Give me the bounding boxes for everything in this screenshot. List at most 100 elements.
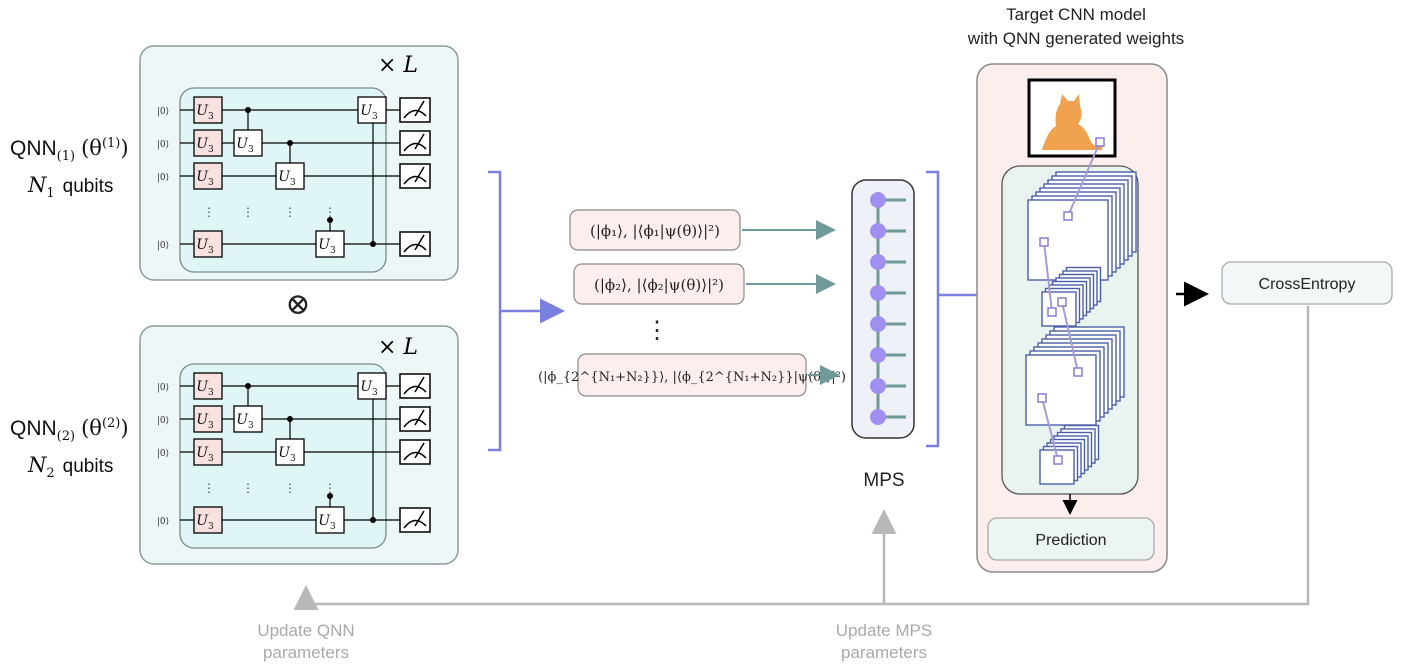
- u3-gate: U3: [233, 405, 263, 433]
- qnn2-theta-close: ): [120, 416, 128, 440]
- u3-gate: U3: [193, 129, 223, 157]
- cnn-title-line1: Target CNN model: [1006, 5, 1146, 24]
- u3-gate-label: U3: [196, 169, 214, 188]
- receptive-field-line: [1061, 301, 1079, 373]
- receptive-field-line: [1041, 397, 1059, 461]
- receptive-field-square: [1037, 393, 1047, 403]
- control-dot: [245, 107, 251, 113]
- u3-gate-label: U3: [318, 237, 336, 256]
- receptive-field-square: [1053, 455, 1063, 465]
- receptive-field-line: [1067, 141, 1101, 217]
- qnn-output-bracket: [488, 170, 502, 452]
- receptive-field-line: [1043, 241, 1053, 313]
- u3-gate: U3: [275, 438, 305, 466]
- control-dot: [287, 416, 293, 422]
- u3-gate-label: U3: [196, 379, 214, 398]
- u3-gate: U3: [193, 438, 223, 466]
- feature-map: [1025, 354, 1097, 426]
- measure-icon: [399, 507, 431, 533]
- update-qnn-line1: Update QNN: [257, 621, 354, 640]
- qnn2-n-sub: 2: [46, 466, 54, 481]
- qnn1-theta-close: ): [120, 136, 128, 160]
- qnn1-n-symbol: N: [27, 173, 47, 197]
- control-dot: [287, 140, 293, 146]
- u3-gate: U3: [357, 372, 387, 400]
- mps-node: [870, 409, 886, 425]
- state-text-3: (|ϕ_{2^{N₁+N₂}}⟩, |⟨ϕ_{2^{N₁+N₂}}|ψ(θ)⟩|…: [538, 370, 846, 385]
- cross-entropy-label: CrossEntropy: [1259, 276, 1356, 293]
- qnn2-theta: (θ: [81, 416, 102, 440]
- u3-gate: U3: [357, 96, 387, 124]
- measure-icon: [399, 163, 431, 189]
- mps-node: [870, 223, 886, 239]
- u3-gate-label: U3: [196, 237, 214, 256]
- state-box-3: (|ϕ_{2^{N₁+N₂}}⟩, |⟨ϕ_{2^{N₁+N₂}}|ψ(θ)⟩|…: [538, 353, 846, 397]
- mps-label: MPS: [863, 470, 904, 491]
- update-mps-line2: parameters: [841, 643, 927, 662]
- receptive-field-square: [1095, 137, 1105, 147]
- control-dot: [370, 241, 376, 247]
- u3-gate-label: U3: [196, 412, 214, 431]
- measure-icon: [399, 373, 431, 399]
- ket-zero-label: |0⟩: [157, 140, 169, 150]
- receptive-field-square: [1047, 307, 1057, 317]
- u3-gate: U3: [193, 96, 223, 124]
- u3-gate-label: U3: [196, 136, 214, 155]
- ket-zero-label: |0⟩: [157, 383, 169, 393]
- circuit-vdots: ⋮: [242, 205, 254, 219]
- feature-map-stack: [1027, 171, 1137, 281]
- ket-zero-label: |0⟩: [157, 107, 169, 117]
- qnn1-theta: (θ: [81, 136, 102, 160]
- mps-chain: [851, 179, 915, 439]
- circuit-vdots: ⋮: [242, 481, 254, 495]
- measure-icon: [399, 97, 431, 123]
- circuit-vdots: ⋮: [203, 481, 215, 495]
- control-dot: [245, 383, 251, 389]
- circuit-vdots: ⋮: [284, 481, 296, 495]
- u3-gate: U3: [193, 405, 223, 433]
- qnn2-n-symbol: N: [27, 453, 47, 477]
- u3-gate-label: U3: [318, 513, 336, 532]
- control-dot: [327, 493, 333, 499]
- mps-node: [870, 285, 886, 301]
- qnn1-n-sub: 1: [46, 186, 54, 201]
- ket-zero-label: |0⟩: [157, 416, 169, 426]
- mps-node: [870, 192, 886, 208]
- control-dot: [370, 517, 376, 523]
- circuit-vdots: ⋮: [284, 205, 296, 219]
- qnn1-theta-sup: (1): [102, 136, 120, 151]
- qnn2-qubits: qubits: [63, 456, 114, 477]
- receptive-field-square: [1039, 237, 1049, 247]
- circuit-vdots: ⋮: [324, 205, 336, 219]
- measure-icon: [399, 439, 431, 465]
- u3-gate-label: U3: [236, 412, 254, 431]
- u3-gate-label: U3: [196, 445, 214, 464]
- qnn1-repeat-label: × L: [378, 53, 418, 78]
- svg-text:QNN(1)(θ(1)): QNN(1)(θ(1)): [10, 136, 129, 164]
- feedback-paths: [293, 306, 1310, 610]
- prediction-box: Prediction: [987, 517, 1155, 561]
- ket-zero-label: |0⟩: [157, 241, 169, 251]
- mps-node: [870, 347, 886, 363]
- u3-gate: U3: [275, 162, 305, 190]
- u3-gate: U3: [233, 129, 263, 157]
- qnn2-sub: (2): [57, 429, 75, 444]
- u3-gate-label: U3: [360, 103, 378, 122]
- u3-gate: U3: [193, 230, 223, 258]
- state-text-1: (|ϕ₁⟩, |⟨ϕ₁|ψ(θ)⟩|²): [590, 222, 720, 240]
- mps-node: [870, 254, 886, 270]
- ket-zero-label: |0⟩: [157, 449, 169, 459]
- prediction-label: Prediction: [1035, 532, 1106, 549]
- receptive-field-square: [1057, 297, 1067, 307]
- cnn-title-line2: with QNN generated weights: [967, 29, 1184, 48]
- qnn1-sub: (1): [57, 149, 75, 164]
- u3-gate: U3: [315, 230, 345, 258]
- circuit-vdots: ⋮: [324, 481, 336, 495]
